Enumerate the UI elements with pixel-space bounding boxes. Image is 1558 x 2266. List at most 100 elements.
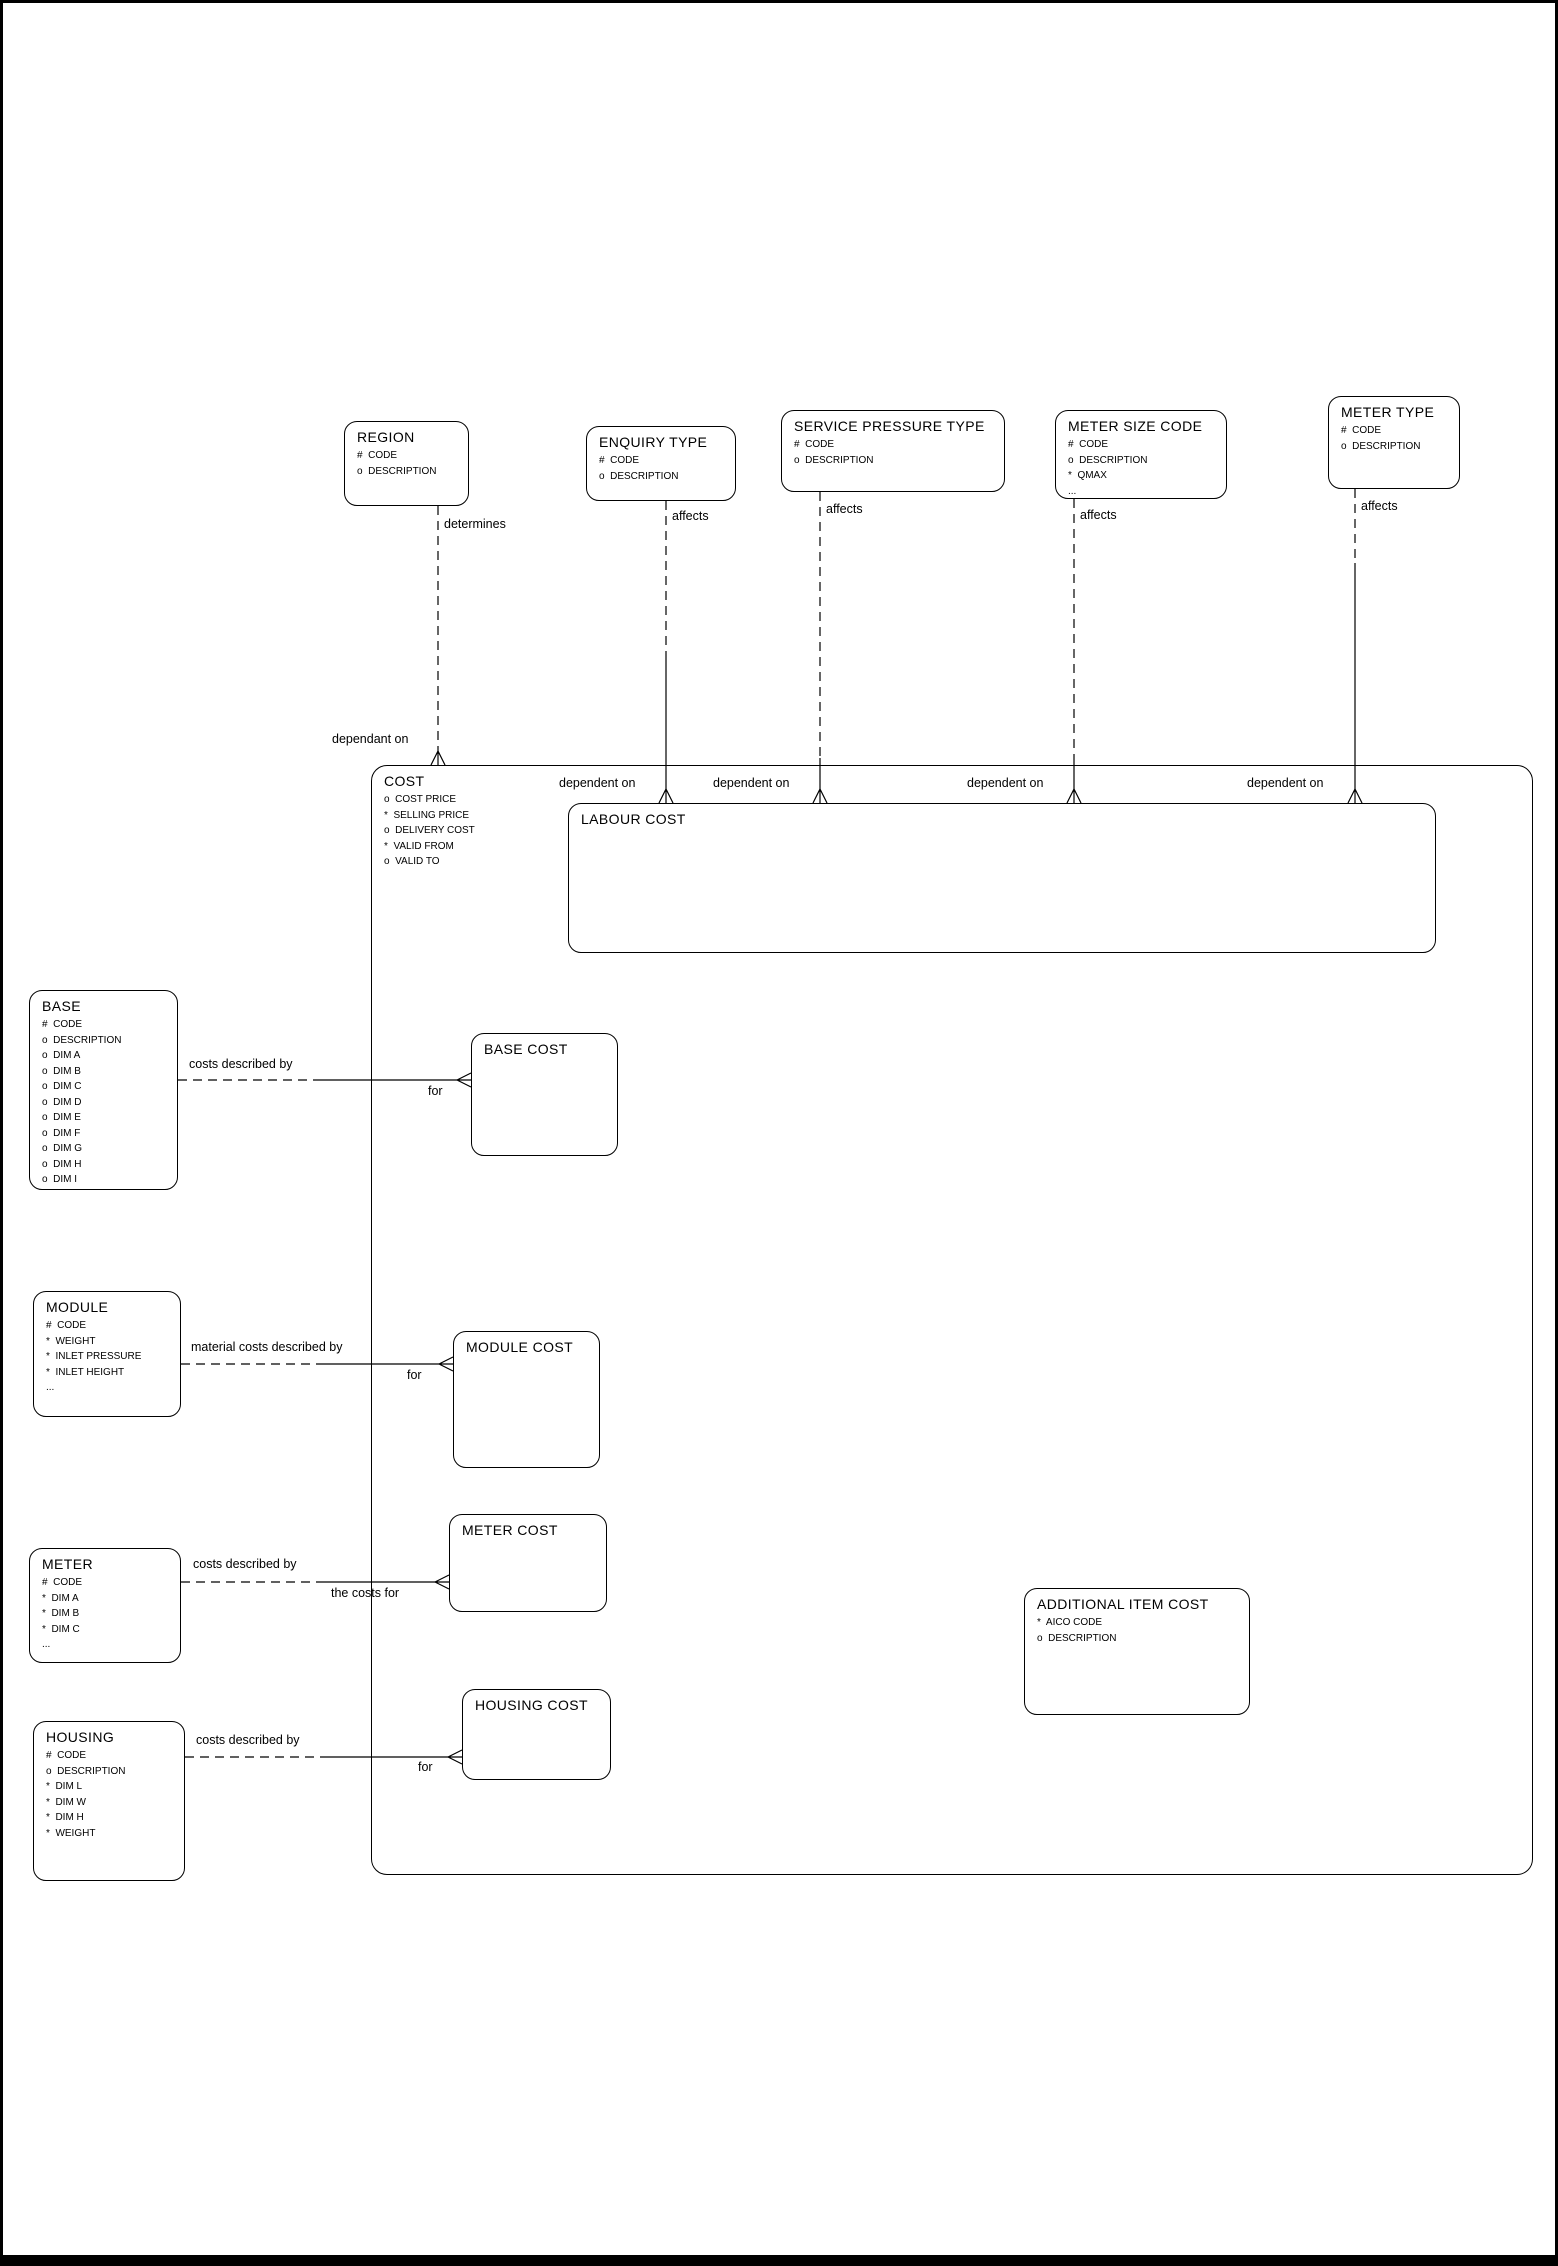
rel-label-meter-the-costs-for: the costs for: [331, 1586, 400, 1600]
entity-meter-size-code[interactable]: METER SIZE CODE # CODE o DESCRIPTION * Q…: [1055, 410, 1227, 499]
attr-row: * SELLING PRICE: [384, 809, 470, 821]
attr-row: o DESCRIPTION: [357, 465, 437, 477]
entity-additional-item-cost[interactable]: ADDITIONAL ITEM COST * AICO CODE o DESCR…: [1024, 1588, 1250, 1715]
attr-row: o DIM B: [42, 1065, 81, 1077]
rel-label-meter-costs-described-by: costs described by: [193, 1557, 297, 1571]
rel-meter-size-labour-line: [1066, 499, 1082, 804]
attr-row: * VALID FROM: [384, 840, 454, 852]
attr-row: # CODE: [42, 1019, 83, 1030]
entity-meter-type[interactable]: METER TYPE # CODE o DESCRIPTION: [1328, 396, 1460, 489]
entity-title: METER COST: [462, 1522, 558, 1538]
rel-label-affects-service-pressure: affects: [826, 502, 863, 516]
attr-row: o DIM I: [42, 1174, 78, 1185]
rel-label-module-for: for: [407, 1368, 422, 1382]
rel-label-base-for: for: [428, 1084, 443, 1098]
attr-row: o COST PRICE: [384, 794, 457, 805]
attr-row: * DIM H: [46, 1812, 84, 1823]
attr-row: ...: [1068, 485, 1077, 497]
attr-row: # CODE: [1341, 425, 1382, 436]
attr-row: * AICO CODE: [1037, 1617, 1103, 1628]
attr-row: o DESCRIPTION: [46, 1765, 126, 1777]
entity-service-pressure-type[interactable]: SERVICE PRESSURE TYPE # CODE o DESCRIPTI…: [781, 410, 1005, 492]
entity-title: BASE COST: [484, 1041, 568, 1057]
attr-row: * DIM B: [42, 1608, 80, 1619]
attr-row: o VALID TO: [384, 856, 440, 867]
entity-title: METER TYPE: [1341, 404, 1435, 420]
attr-row: # CODE: [46, 1320, 87, 1331]
attr-row: o DELIVERY COST: [384, 825, 475, 836]
attr-row: # CODE: [46, 1750, 87, 1761]
attr-row: o DESCRIPTION: [1037, 1632, 1117, 1644]
entity-title: LABOUR COST: [581, 811, 686, 827]
rel-label-dependent-on-4: dependent on: [1247, 776, 1324, 790]
entity-enquiry-type[interactable]: ENQUIRY TYPE # CODE o DESCRIPTION: [586, 426, 736, 501]
attr-row: o DIM H: [42, 1158, 82, 1170]
entity-base-cost[interactable]: BASE COST: [471, 1033, 618, 1156]
attr-row: o DESCRIPTION: [794, 454, 874, 466]
attr-row: o DIM E: [42, 1112, 81, 1123]
entity-title: REGION: [357, 429, 415, 445]
entity-module-cost[interactable]: MODULE COST: [453, 1331, 600, 1468]
entity-module[interactable]: MODULE # CODE * WEIGHT * INLET PRESSURE …: [33, 1291, 181, 1417]
attr-row: # CODE: [357, 450, 398, 461]
attr-row: * WEIGHT: [46, 1335, 96, 1347]
entity-title: METER SIZE CODE: [1068, 418, 1203, 434]
attr-row: * DIM W: [46, 1796, 86, 1808]
entity-title: BASE: [42, 998, 81, 1014]
attr-row: # CODE: [599, 455, 640, 466]
attr-row: o DESCRIPTION: [1341, 440, 1421, 452]
rel-label-affects-meter-size: affects: [1080, 508, 1117, 522]
crow-foot: [430, 750, 446, 766]
attr-row: # CODE: [794, 439, 835, 450]
entity-region[interactable]: REGION # CODE o DESCRIPTION: [344, 421, 469, 506]
attr-row: * DIM L: [46, 1781, 83, 1792]
entity-title: MODULE: [46, 1299, 109, 1315]
rel-label-dependant-on: dependant on: [332, 732, 409, 746]
rel-label-affects-meter-type: affects: [1361, 499, 1398, 513]
attr-row: o DESCRIPTION: [1068, 454, 1148, 466]
entity-title: ADDITIONAL ITEM COST: [1037, 1596, 1209, 1612]
attr-row: o DIM A: [42, 1050, 81, 1061]
rel-label-housing-for: for: [418, 1760, 433, 1774]
attr-row: * DIM C: [42, 1623, 80, 1635]
attr-row: * WEIGHT: [46, 1827, 96, 1839]
attr-row: o DIM F: [42, 1127, 81, 1139]
entity-title: ENQUIRY TYPE: [599, 434, 708, 450]
rel-enquiry-labour-line: [658, 501, 674, 804]
rel-label-affects-enquiry: affects: [672, 509, 709, 523]
attr-row: o DIM C: [42, 1081, 82, 1092]
attr-row: o DIM G: [42, 1143, 83, 1154]
attr-row: * INLET HEIGHT: [46, 1366, 125, 1378]
entity-title: METER: [42, 1556, 93, 1572]
attr-row: o DIM D: [42, 1096, 82, 1108]
page-bottom-border: [3, 2255, 1555, 2266]
entity-housing[interactable]: HOUSING # CODE o DESCRIPTION * DIM L * D…: [33, 1721, 185, 1881]
rel-region-cost-line: [430, 506, 446, 766]
entity-title: HOUSING COST: [475, 1697, 588, 1713]
rel-service-pressure-labour-line: [812, 492, 828, 804]
entity-housing-cost[interactable]: HOUSING COST: [462, 1689, 611, 1780]
entity-title: HOUSING: [46, 1729, 115, 1745]
attr-row: o DESCRIPTION: [42, 1034, 122, 1046]
entity-title: SERVICE PRESSURE TYPE: [794, 418, 985, 434]
entity-labour-cost[interactable]: LABOUR COST: [568, 803, 1436, 953]
attr-row: # CODE: [42, 1577, 83, 1588]
attr-row: # CODE: [1068, 439, 1109, 450]
entity-title: COST: [384, 773, 425, 789]
attr-row: ...: [42, 1639, 51, 1650]
rel-label-determines: determines: [444, 517, 506, 531]
attr-row: ...: [46, 1382, 55, 1393]
attr-row: * QMAX: [1068, 470, 1107, 481]
rel-meter-type-labour-line: [1347, 489, 1363, 804]
rel-label-dependent-on-1: dependent on: [559, 776, 636, 790]
entity-title: MODULE COST: [466, 1339, 574, 1355]
rel-label-dependent-on-2: dependent on: [713, 776, 790, 790]
entity-meter-cost[interactable]: METER COST: [449, 1514, 607, 1612]
rel-label-dependent-on-3: dependent on: [967, 776, 1044, 790]
attr-row: * DIM A: [42, 1592, 79, 1604]
entity-meter[interactable]: METER # CODE * DIM A * DIM B * DIM C ...: [29, 1548, 181, 1663]
rel-label-base-costs-described-by: costs described by: [189, 1057, 293, 1071]
entity-base[interactable]: BASE # CODE o DESCRIPTION o DIM A o DIM …: [29, 990, 178, 1190]
attr-row: o DESCRIPTION: [599, 470, 679, 482]
